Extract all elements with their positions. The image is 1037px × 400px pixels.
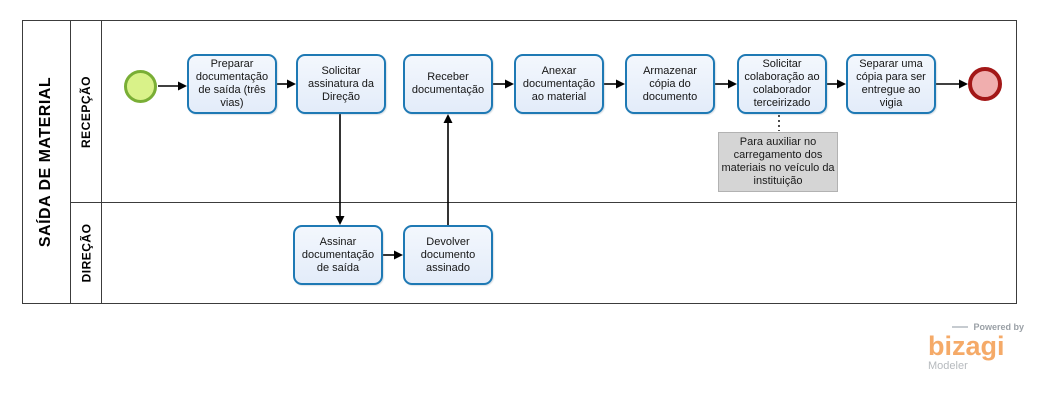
lane-recepcao-header: RECEPÇÃO	[71, 21, 102, 202]
end-event[interactable]	[968, 67, 1002, 101]
task-devolver-documento[interactable]: Devolver documento assinado	[403, 225, 493, 285]
text-annotation[interactable]: Para auxiliar no carregamento dos materi…	[718, 132, 838, 192]
task-anexar-documentacao[interactable]: Anexar documentação ao material	[514, 54, 604, 114]
bizagi-logo: bizagi	[928, 331, 1005, 361]
lanes-container: RECEPÇÃO DIREÇÃO	[71, 21, 1016, 303]
pool-title: SAÍDA DE MATERIAL	[37, 76, 55, 248]
powered-by-rule	[952, 326, 969, 328]
lane-recepcao-label: RECEPÇÃO	[79, 75, 94, 148]
start-event[interactable]	[124, 70, 157, 103]
lane-direcao: DIREÇÃO	[71, 203, 1016, 303]
bizagi-branding: Powered by bizagi Modeler	[928, 322, 1024, 372]
task-armazenar-copia[interactable]: Armazenar cópia do documento	[625, 54, 715, 114]
lane-recepcao: RECEPÇÃO	[71, 21, 1016, 203]
task-preparar-documentacao[interactable]: Preparar documentação de saída (três via…	[187, 54, 277, 114]
lane-direcao-body	[102, 203, 1016, 303]
task-receber-documentacao[interactable]: Receber documentação	[403, 54, 493, 114]
task-solicitar-assinatura[interactable]: Solicitar assinatura da Direção	[296, 54, 386, 114]
task-separar-copia[interactable]: Separar uma cópia para ser entregue ao v…	[846, 54, 936, 114]
powered-by-row: Powered by	[928, 322, 1024, 332]
pool-header: SAÍDA DE MATERIAL	[23, 21, 71, 303]
task-assinar-documentacao[interactable]: Assinar documentação de saída	[293, 225, 383, 285]
task-solicitar-colaboracao[interactable]: Solicitar colaboração ao colaborador ter…	[737, 54, 827, 114]
lane-direcao-header: DIREÇÃO	[71, 203, 102, 303]
bizagi-product-label: Modeler	[928, 360, 968, 372]
lane-direcao-label: DIREÇÃO	[79, 223, 93, 283]
powered-by-label: Powered by	[973, 322, 1024, 332]
